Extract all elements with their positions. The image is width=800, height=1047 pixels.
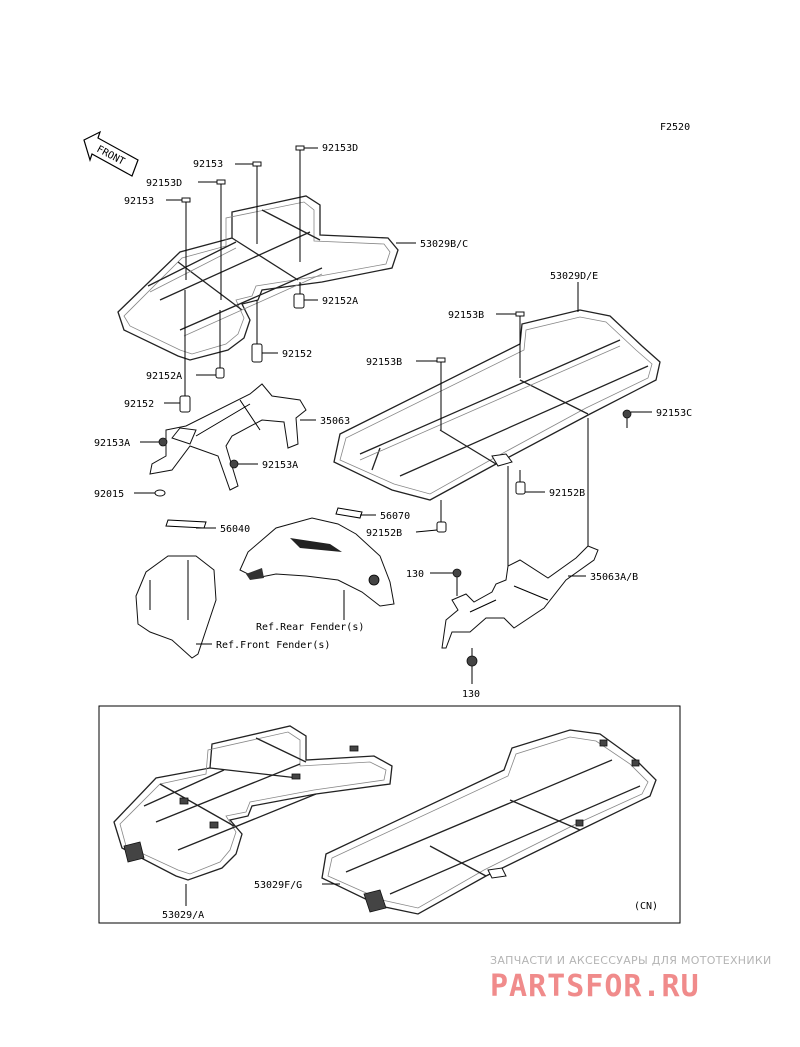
bolt-92153D-left-icon [216,179,226,206]
bolt-92153-top-icon [252,161,262,188]
label-53029FG: 53029F/G [254,880,302,891]
front-fender [135,555,217,659]
watermark-subtitle: ЗАПЧАСТИ И АКСЕССУАРЫ ДЛЯ МОТОТЕХНИКИ [490,954,772,967]
label-92015: 92015 [94,489,124,500]
label-35063: 35063 [320,416,350,427]
label-92152-left: 92152 [124,399,154,410]
label-92153A-left: 92153A [94,438,130,449]
front-rack [117,195,399,361]
bolt-130-upper-icon [452,568,462,578]
label-130-upper: 130 [406,569,424,580]
label-92152-mid: 92152 [282,349,312,360]
label-92153C: 92153C [656,408,692,419]
bushing-92152A-left-icon [215,367,225,379]
pad-56070-icon [335,507,363,519]
label-ref-front-fender: Ref.Front Fender(s) [216,640,330,651]
label-92153-left: 92153 [124,196,154,207]
label-92153B-upper: 92153B [448,310,484,321]
bolt-92153A-left-icon [158,437,168,447]
rear-fender [239,517,395,607]
bolt-92153-left-icon [181,197,191,224]
bushing-92152A-upper-icon [293,293,305,309]
rear-bracket [441,545,599,649]
label-92152B-mid: 92152B [366,528,402,539]
label-130-lower: 130 [462,689,480,700]
label-92153-top: 92153 [193,159,223,170]
label-92153A-mid: 92153A [262,460,298,471]
front-arrow-icon: FRONT [83,130,139,177]
cn-variant-box [98,705,681,924]
label-92153B-mid: 92153B [366,357,402,368]
bolt-130-lower-icon [466,655,478,667]
pad-56040-icon [165,519,207,529]
label-56070: 56070 [380,511,410,522]
cn-front-rack [113,725,393,881]
watermark-brand: PARTSFOR.RU [490,969,700,1004]
label-53029DE: 53029D/E [550,271,598,282]
front-bracket [149,383,307,491]
label-53029A: 53029/A [162,910,204,921]
bushing-92152B-mid-icon [436,521,447,533]
label-92152B-right: 92152B [549,488,585,499]
label-53029BC: 53029B/C [420,239,468,250]
label-35063AB: 35063A/B [590,572,638,583]
rear-rack [333,309,661,501]
label-56040: 56040 [220,524,250,535]
bolt-92153D-top-icon [295,145,305,172]
figure-code: F2520 [660,122,690,133]
label-ref-rear-fender: Ref.Rear Fender(s) [256,622,364,633]
bushing-92152-left-icon [179,395,191,413]
cn-rear-rack [321,729,657,915]
bolt-92153A-mid-icon [229,459,239,469]
bolt-92153C-icon [622,409,632,419]
label-region-cn: (CN) [634,901,658,912]
label-92153D-left: 92153D [146,178,182,189]
bushing-92152B-right-icon [515,481,526,495]
bolt-92153B-upper-icon [515,311,525,338]
bushing-92152-mid-icon [251,343,263,363]
bolt-92153B-mid-icon [436,357,446,384]
label-92152A-left: 92152A [146,371,182,382]
nut-92015-icon [154,489,166,497]
label-92153D-top: 92153D [322,143,358,154]
label-92152A-upper: 92152A [322,296,358,307]
